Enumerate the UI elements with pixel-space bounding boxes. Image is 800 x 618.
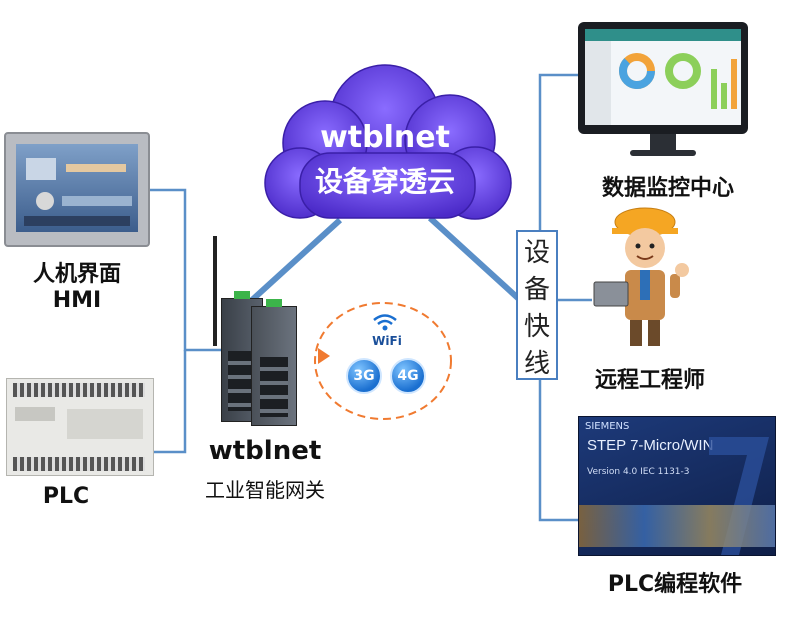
software-screen: SIEMENS STEP 7-Micro/WIN Version 4.0 IEC…	[578, 416, 776, 556]
software-title: STEP 7-Micro/WIN	[587, 437, 714, 454]
hmi-device	[4, 132, 150, 247]
hmi-link	[150, 188, 222, 352]
vertical-char-3: 快	[523, 312, 550, 342]
software-label: PLC编程软件	[607, 572, 743, 597]
engineer-label: 远程工程师	[594, 368, 705, 393]
hmi-screen	[16, 144, 138, 232]
donut-chart-icon	[619, 53, 655, 89]
device-fastline-box: 设 备 快 线	[516, 230, 558, 380]
hmi-label-en: HMI	[52, 288, 102, 313]
ring-chart-icon	[665, 53, 701, 89]
cloud-shape	[264, 64, 512, 220]
gateway-title: wtblnet	[208, 436, 322, 466]
gateway-subtitle: 工业智能网关	[205, 478, 325, 502]
badge-3g: 3G	[346, 358, 382, 394]
vertical-char-4: 线	[523, 349, 550, 379]
software-version: Version 4.0 IEC 1131-3	[587, 467, 690, 477]
cloud-subtitle: 设备穿透云	[314, 165, 455, 198]
engineer-icon	[593, 207, 689, 346]
software-photo-strip	[579, 505, 775, 547]
plc-label: PLC	[42, 484, 90, 509]
plc-device	[6, 378, 154, 476]
wifi-label: WiFi	[372, 334, 402, 348]
wifi-icon	[373, 314, 397, 331]
vertical-char-1: 设	[523, 238, 550, 268]
gateway-device-2	[251, 299, 297, 426]
plc-link	[150, 350, 187, 454]
software-brand: SIEMENS	[585, 421, 630, 432]
monitor-screen	[585, 29, 741, 125]
monitor-device	[578, 22, 748, 134]
hmi-label-cn: 人机界面	[32, 262, 121, 287]
wireless-ring	[314, 302, 452, 420]
antenna	[213, 236, 217, 346]
seven-graphic	[709, 437, 769, 555]
badge-4g: 4G	[390, 358, 426, 394]
cloud-bus-link	[427, 215, 523, 303]
gateway-cloud-link	[249, 217, 343, 303]
monitor-label: 数据监控中心	[601, 176, 734, 201]
vertical-char-2: 备	[523, 275, 550, 305]
cloud-title: wtblnet	[320, 120, 450, 155]
